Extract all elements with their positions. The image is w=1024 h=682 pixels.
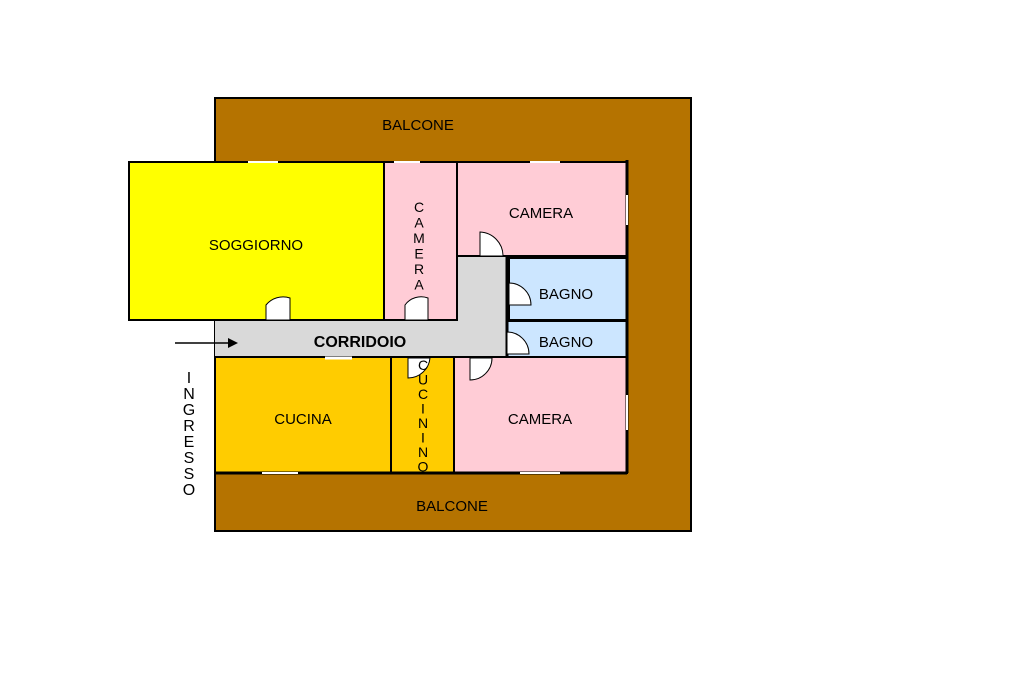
door-camera-top — [479, 231, 504, 257]
door-bagno-upper — [508, 282, 532, 306]
door-camera-narrow — [404, 296, 429, 321]
label-camera-top: CAMERA — [509, 205, 573, 222]
corridoio-hall — [457, 256, 507, 358]
camera-narrow-room — [383, 161, 458, 321]
label-soggiorno: SOGGIORNO — [209, 237, 303, 254]
cucinino-room — [390, 356, 455, 474]
corridoio-left-strip — [215, 320, 219, 358]
cucina-room — [214, 356, 392, 474]
door-cucinino — [407, 357, 431, 379]
label-camera-bottom: CAMERA — [508, 411, 572, 428]
label-balcone-top: BALCONE — [382, 117, 454, 134]
door-camera-bottom — [469, 357, 493, 381]
svg-text:CAMERA: CAMERA — [413, 199, 425, 293]
label-bagno-upper: BAGNO — [539, 286, 593, 303]
ingresso-arrow-icon — [228, 338, 238, 348]
door-bagno-lower — [506, 331, 530, 355]
label-bagno-lower: BAGNO — [539, 334, 593, 351]
label-corridoio: CORRIDOIO — [314, 334, 406, 351]
label-cucina: CUCINA — [274, 411, 332, 428]
label-balcone-bottom: BALCONE — [416, 498, 488, 515]
door-soggiorno — [265, 296, 291, 321]
corridoio-area — [215, 320, 505, 358]
